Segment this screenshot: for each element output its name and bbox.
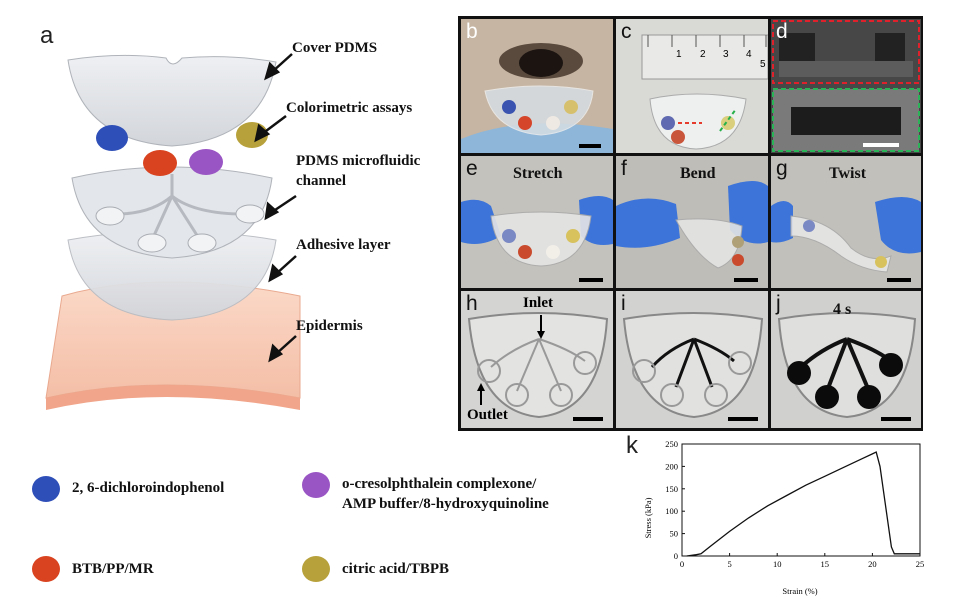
ruler-tick-5: 5 xyxy=(760,59,766,70)
panel-f: f Bend xyxy=(616,156,768,288)
panel-b: b xyxy=(461,19,613,153)
panel-d: d xyxy=(771,19,921,153)
legend-swatch-0 xyxy=(32,476,60,502)
panel-e-title: Stretch xyxy=(513,165,563,182)
panel-e-letter: e xyxy=(466,157,478,180)
assay-dot-blue xyxy=(96,125,128,151)
cover-pdms-layer xyxy=(67,54,277,147)
legend-label-1a: o-cresolphthalein complexone/ xyxy=(342,476,537,492)
scale-bar xyxy=(881,417,911,421)
ruler-tick-1: 1 xyxy=(676,49,682,60)
panel-e: e Stretch xyxy=(461,156,613,288)
x-tick-label: 5 xyxy=(727,559,731,569)
panel-i: i xyxy=(616,291,768,428)
callout-microfluidic-1: PDMS microfluidic xyxy=(296,153,421,169)
panel-h: h Inlet Outlet xyxy=(461,291,613,428)
y-tick-label: 100 xyxy=(665,506,678,516)
callout-colorimetric-assays: Colorimetric assays xyxy=(286,100,413,116)
legend-label-1b: AMP buffer/8-hydroxyquinoline xyxy=(342,496,549,512)
ruler-tick-3: 3 xyxy=(723,49,729,60)
ruler-tick-4: 4 xyxy=(746,49,752,60)
panel-j: j 4 s xyxy=(771,291,921,428)
panel-i-letter: i xyxy=(621,292,626,315)
ruler-tick-2: 2 xyxy=(700,49,706,60)
outlet-label: Outlet xyxy=(467,407,508,423)
panel-k-letter: k xyxy=(626,432,638,459)
plot-frame xyxy=(681,443,921,557)
panel-b-letter: b xyxy=(466,20,478,43)
panel-g-title: Twist xyxy=(829,165,867,182)
callout-microfluidic-2: channel xyxy=(296,173,347,189)
x-tick-label: 0 xyxy=(680,559,684,569)
legend-swatch-2 xyxy=(32,556,60,582)
panel-g: g Twist xyxy=(771,156,921,288)
panel-f-title: Bend xyxy=(680,165,716,182)
pdms-channel-layer xyxy=(71,166,273,259)
y-axis-label: Stress (kPa) xyxy=(643,497,653,538)
panel-a-letter: a xyxy=(40,22,54,49)
panel-d-letter: d xyxy=(776,20,788,43)
panel-h-letter: h xyxy=(466,292,478,315)
y-tick-label: 250 xyxy=(665,439,678,449)
scale-bar xyxy=(573,417,603,421)
y-tick-label: 0 xyxy=(674,551,678,561)
inlet-label: Inlet xyxy=(523,295,553,311)
scale-bar xyxy=(579,144,601,148)
y-tick-label: 200 xyxy=(665,461,678,471)
scale-bar xyxy=(728,417,758,421)
legend-label-0: 2, 6-dichloroindophenol xyxy=(72,480,225,496)
legend-swatch-1 xyxy=(302,472,330,498)
panel-j-letter: j xyxy=(776,292,781,315)
epidermis-layer xyxy=(45,281,301,410)
x-tick-label: 15 xyxy=(821,559,830,569)
chart-axes xyxy=(681,443,921,557)
assay-dot-red xyxy=(143,150,177,176)
x-tick-label: 20 xyxy=(868,559,877,569)
panel-j-time: 4 s xyxy=(833,301,852,318)
assay-dot-purple xyxy=(189,149,223,175)
panel-c-letter: c xyxy=(621,20,632,43)
layer-stack-diagram xyxy=(45,53,301,410)
scale-bar xyxy=(887,278,911,282)
callout-adhesive-layer: Adhesive layer xyxy=(296,237,391,253)
y-tick-label: 150 xyxy=(665,484,678,494)
x-tick-label: 25 xyxy=(916,559,925,569)
callout-arrows xyxy=(254,53,297,363)
y-tick-label: 50 xyxy=(670,529,679,539)
legend-label-3: citric acid/TBPB xyxy=(342,561,450,577)
panel-g-letter: g xyxy=(776,157,788,180)
x-tick-label: 10 xyxy=(773,559,782,569)
callout-cover-pdms: Cover PDMS xyxy=(292,40,378,56)
callout-epidermis: Epidermis xyxy=(296,318,363,334)
legend-label-2: BTB/PP/MR xyxy=(72,561,154,577)
photo-grid: b 1 2 3 4 5 c xyxy=(458,16,923,431)
series-line xyxy=(686,451,920,557)
panel-f-letter: f xyxy=(621,157,627,180)
legend-swatch-3 xyxy=(302,556,330,582)
scale-bar xyxy=(579,278,603,282)
x-axis-label: Strain (%) xyxy=(782,586,817,596)
panel-c: 1 2 3 4 5 c xyxy=(616,19,768,153)
scale-bar xyxy=(734,278,758,282)
